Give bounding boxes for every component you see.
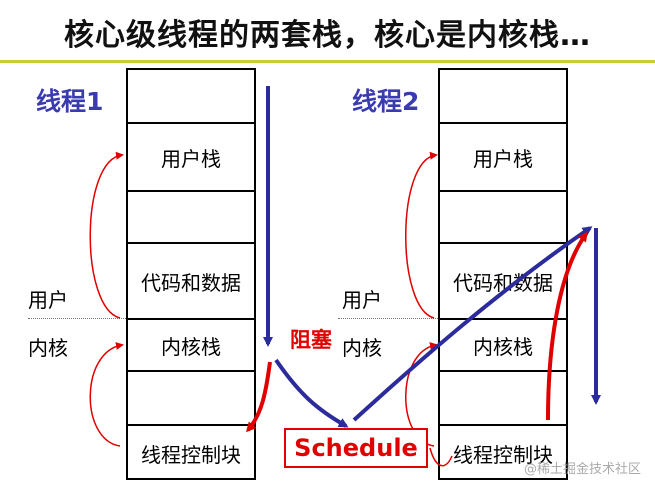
thread2-tcb: 线程控制块: [440, 424, 566, 480]
thread1-tcb: 线程控制块: [128, 424, 254, 480]
thread2-user-link-arrow: [405, 151, 438, 319]
thread1-cell-gap2: [128, 370, 254, 424]
thread2-user-label: 用户: [342, 288, 382, 312]
thread1-user-label: 用户: [28, 288, 68, 312]
thread2-kernel-stack: 内核栈: [440, 318, 566, 370]
schedule-to-tcb2-arrow: [429, 447, 453, 467]
thread1-kernel-link-arrow: [89, 342, 124, 447]
switch-to-thread2-arrow: [352, 226, 593, 422]
thread1-code-data: 代码和数据: [128, 242, 254, 318]
block-arrow: [246, 361, 272, 433]
slide-title: 核心级线程的两套栈，核心是内核栈…: [64, 18, 591, 53]
thread2-restore-arrow: [546, 231, 588, 421]
block-label: 阻塞: [290, 328, 332, 352]
to-schedule-arrow: [274, 358, 349, 428]
watermark: @稀土掘金技术社区: [523, 462, 641, 477]
thread2-label: 线程2: [352, 87, 420, 116]
thread1-user-kernel-divider: [28, 318, 126, 319]
thread1-stack: 用户栈 代码和数据 内核栈 线程控制块: [126, 68, 256, 480]
thread2-cell-gap: [440, 190, 566, 242]
schedule-box: Schedule: [284, 428, 428, 468]
thread2-user-stack: 用户栈: [440, 122, 566, 190]
thread1-kernel-label: 内核: [28, 336, 68, 360]
thread1-user-stack: 用户栈: [128, 122, 254, 190]
thread2-cell-gap2: [440, 370, 566, 424]
title-rule: [0, 60, 655, 63]
thread1-cell-gap: [128, 190, 254, 242]
thread2-user-kernel-divider: [338, 318, 438, 319]
thread1-user-link-arrow: [89, 151, 124, 319]
thread1-label: 线程1: [36, 87, 104, 116]
thread2-kernel-label: 内核: [342, 336, 382, 360]
thread1-kernel-stack: 内核栈: [128, 318, 254, 370]
